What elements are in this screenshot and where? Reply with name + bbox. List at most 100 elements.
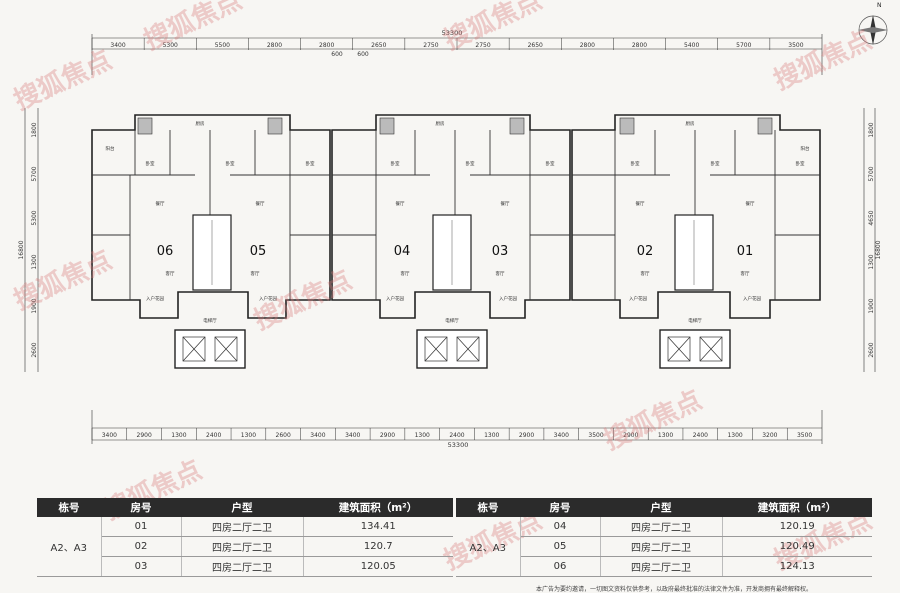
room-cell: 02 [101, 536, 182, 557]
top-dim-10: 2800 [632, 42, 647, 49]
left-dim-1: 5700 [31, 166, 38, 181]
disclaimer-footnote: 本广告为要约邀请，一切图文资料仅供参考，以政府最终批准的法律文件为准，开发商拥有… [536, 586, 813, 593]
table-row: A2、A3 01 四房二厅二卫 134.41 [37, 517, 453, 577]
header-room: 房号 [101, 498, 181, 517]
room-cell: 04 [520, 517, 601, 537]
left-dim-5: 2600 [31, 342, 38, 357]
unit-label-04: 04 [394, 244, 411, 259]
bottom-dim-11: 1300 [484, 432, 499, 439]
svg-text:卧室: 卧室 [146, 160, 155, 167]
svg-text:餐厅: 餐厅 [256, 200, 265, 207]
left-total-dimension: 16800 [18, 240, 25, 259]
bottom-dim-7: 3400 [345, 432, 360, 439]
bottom-dim-8: 2900 [380, 432, 395, 439]
svg-text:入户花园: 入户花园 [629, 295, 647, 302]
type-cell: 四房二厅二卫 [181, 536, 304, 557]
svg-text:餐厅: 餐厅 [501, 200, 510, 207]
compass-icon [858, 15, 888, 45]
header-area: 建筑面积（m²） [303, 498, 453, 517]
right-total-dimension: 16800 [875, 240, 882, 259]
svg-text:卧室: 卧室 [306, 160, 315, 167]
right-dim-4: 1900 [868, 298, 875, 313]
top-dim-6: 2750 [423, 42, 438, 49]
bottom-dim-2: 1300 [171, 432, 186, 439]
top-small-dim-2: 600 [357, 51, 369, 58]
elevator-cores [174, 329, 731, 369]
bottom-dim-18: 1300 [727, 432, 742, 439]
table-row: 06 四房二厅二卫 124.13 [456, 556, 872, 577]
right-dim-0: 1800 [868, 122, 875, 137]
header-building: 栋号 [37, 498, 101, 517]
top-dim-12: 5700 [736, 42, 751, 49]
table-header-row: 栋号 房号 户型 建筑面积（m²） [37, 498, 453, 517]
svg-text:阳台: 阳台 [106, 145, 115, 152]
svg-text:卧室: 卧室 [546, 160, 555, 167]
svg-text:卧室: 卧室 [711, 160, 720, 167]
top-dim-7: 2750 [475, 42, 490, 49]
top-total-dimension: 53300 [442, 29, 463, 37]
unit-label-05: 05 [250, 244, 267, 259]
table-row: 03 四房二厅二卫 120.05 [37, 556, 453, 577]
top-dim-1: 5300 [163, 42, 178, 49]
svg-text:入户花园: 入户花园 [146, 295, 164, 302]
header-type: 户型 [181, 498, 303, 517]
area-table-left: 栋号 房号 户型 建筑面积（m²） A2、A3 01 四房二厅二卫 134.41… [37, 498, 453, 577]
building-cell: A2、A3 [456, 517, 521, 577]
bottom-dim-6: 3400 [310, 432, 325, 439]
header-building: 栋号 [456, 498, 520, 517]
svg-text:电梯厅: 电梯厅 [203, 317, 217, 324]
svg-text:电梯厅: 电梯厅 [688, 317, 702, 324]
type-cell: 四房二厅二卫 [600, 556, 723, 577]
table-header-row: 栋号 房号 户型 建筑面积（m²） [456, 498, 872, 517]
bottom-dim-20: 3500 [797, 432, 812, 439]
room-cell: 03 [101, 556, 182, 577]
top-dim-0: 3400 [110, 42, 125, 49]
right-dim-2: 4650 [868, 210, 875, 225]
area-cell: 120.7 [303, 536, 453, 557]
svg-text:餐厅: 餐厅 [636, 200, 645, 207]
bottom-dim-13: 3400 [554, 432, 569, 439]
top-dim-11: 5400 [684, 42, 699, 49]
bottom-dim-1: 2900 [137, 432, 152, 439]
area-table-right: 栋号 房号 户型 建筑面积（m²） A2、A3 04 四房二厅二卫 120.19… [456, 498, 872, 577]
elevator-cars [182, 336, 723, 362]
svg-text:入户花园: 入户花园 [386, 295, 404, 302]
area-cell: 120.49 [722, 536, 872, 557]
table-row: A2、A3 04 四房二厅二卫 120.19 [456, 517, 872, 577]
table-row: 02 四房二厅二卫 120.7 [37, 536, 453, 557]
svg-text:卧室: 卧室 [466, 160, 475, 167]
svg-text:客厅: 客厅 [496, 270, 505, 277]
unit-label-01: 01 [737, 244, 754, 259]
bottom-dim-15: 2900 [623, 432, 638, 439]
svg-text:客厅: 客厅 [641, 270, 650, 277]
type-cell: 四房二厅二卫 [181, 517, 304, 537]
table-row: 05 四房二厅二卫 120.49 [456, 536, 872, 557]
type-cell: 四房二厅二卫 [600, 536, 723, 557]
svg-text:厨房: 厨房 [686, 120, 695, 127]
room-labels: 卧室 卧室 卧室 客厅 客厅 餐厅 餐厅 入户花园 入户花园 电梯厅 卧室 卧室… [106, 120, 810, 324]
type-cell: 四房二厅二卫 [181, 556, 304, 577]
svg-text:卧室: 卧室 [391, 160, 400, 167]
unit-label-03: 03 [492, 244, 509, 259]
bottom-dim-16: 1300 [658, 432, 673, 439]
area-cell: 120.05 [303, 556, 453, 577]
hatched-shafts [137, 117, 773, 135]
stair-steps [211, 220, 695, 285]
building-walls [91, 114, 821, 319]
svg-text:餐厅: 餐厅 [156, 200, 165, 207]
room-cell: 05 [520, 536, 601, 557]
top-dim-2: 5500 [215, 42, 230, 49]
left-dim-4: 1900 [31, 298, 38, 313]
side-dimensions [24, 108, 876, 372]
top-dim-4: 2800 [319, 42, 334, 49]
bottom-total-dimension: 53300 [448, 441, 469, 449]
svg-text:客厅: 客厅 [251, 270, 260, 277]
unit-label-02: 02 [637, 244, 654, 259]
bottom-dim-14: 3500 [588, 432, 603, 439]
building-cell: A2、A3 [37, 517, 102, 577]
left-dim-2: 5300 [31, 210, 38, 225]
svg-text:卧室: 卧室 [226, 160, 235, 167]
